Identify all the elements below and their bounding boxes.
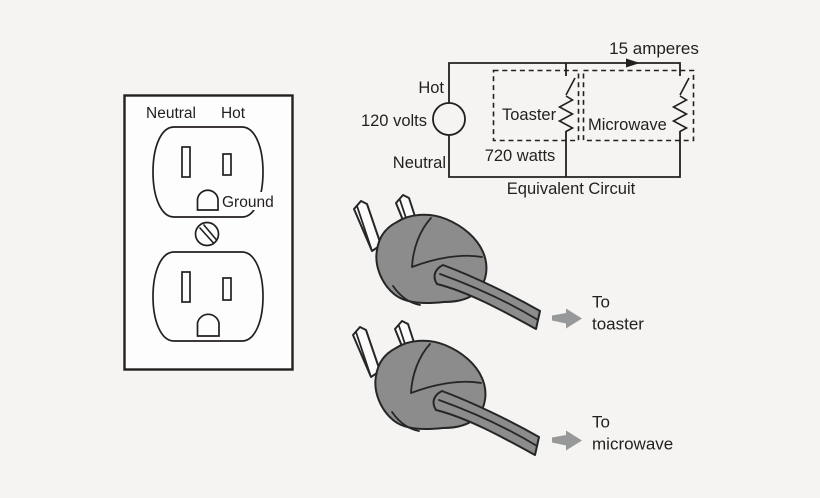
circuit-hot-label: Hot [418, 79, 444, 97]
to-toaster-label-line2: toaster [592, 315, 644, 334]
outlet-bottom-receptacle [152, 251, 264, 342]
microwave-plug-illustration [352, 320, 540, 456]
screw-slot-icon [198, 223, 218, 244]
hot-slot-bottom [222, 277, 232, 301]
outlet-diagram: Neutral Hot Ground [123, 94, 294, 371]
voltage-source-circle [432, 102, 466, 136]
circuit-wires [448, 62, 681, 178]
outlet-neutral-label: Neutral [146, 105, 196, 122]
outlet-plate [123, 94, 294, 371]
neutral-slot-top [181, 146, 191, 178]
plug-cord-divider [439, 273, 539, 321]
current-arrowhead-icon [626, 58, 640, 68]
toaster-switch-icon [565, 77, 576, 96]
outlet-hot-label: Hot [221, 105, 246, 122]
to-microwave-label-line2: microwave [592, 435, 673, 454]
toaster-resistor-icon [557, 95, 575, 133]
circuit-neutral-label: Neutral [393, 154, 446, 172]
ground-hole-top [196, 189, 219, 211]
plug-body-contours [392, 217, 483, 306]
equivalent-circuit: Hot 120 volts Neutral 15 amperes Toaster… [361, 39, 699, 198]
circuit-caption: Equivalent Circuit [507, 180, 636, 198]
plug-cord-divider [438, 399, 538, 447]
microwave-switch-icon [679, 77, 690, 96]
outlet-ground-label: Ground [222, 194, 274, 211]
plug-body-contours [391, 343, 482, 432]
ground-hole-bottom [196, 313, 220, 337]
toaster-plug-illustration [353, 194, 541, 330]
plug-prong-edge [355, 331, 371, 375]
circuit-power-label: 720 watts [485, 147, 556, 165]
microwave-resistor-icon [671, 95, 689, 133]
neutral-slot-bottom [181, 271, 191, 303]
circuit-current-label: 15 amperes [609, 39, 699, 58]
outlet-top-receptacle [152, 126, 264, 218]
toaster-dashed-box [492, 69, 580, 142]
ground-label-mask [220, 192, 284, 210]
microwave-dashed-box [582, 69, 695, 142]
to-toaster-arrow-icon [552, 308, 582, 329]
to-microwave-label-line1: To [592, 413, 610, 432]
circuit-microwave-label: Microwave [588, 116, 667, 134]
circuit-voltage-label: 120 volts [361, 112, 427, 130]
center-screw [194, 221, 220, 247]
hot-slot-top [222, 153, 232, 176]
to-microwave-arrow-icon [552, 430, 582, 451]
plug-prong-edge [356, 205, 372, 249]
to-toaster-label-line1: To [592, 293, 610, 312]
circuit-toaster-label: Toaster [502, 106, 557, 124]
